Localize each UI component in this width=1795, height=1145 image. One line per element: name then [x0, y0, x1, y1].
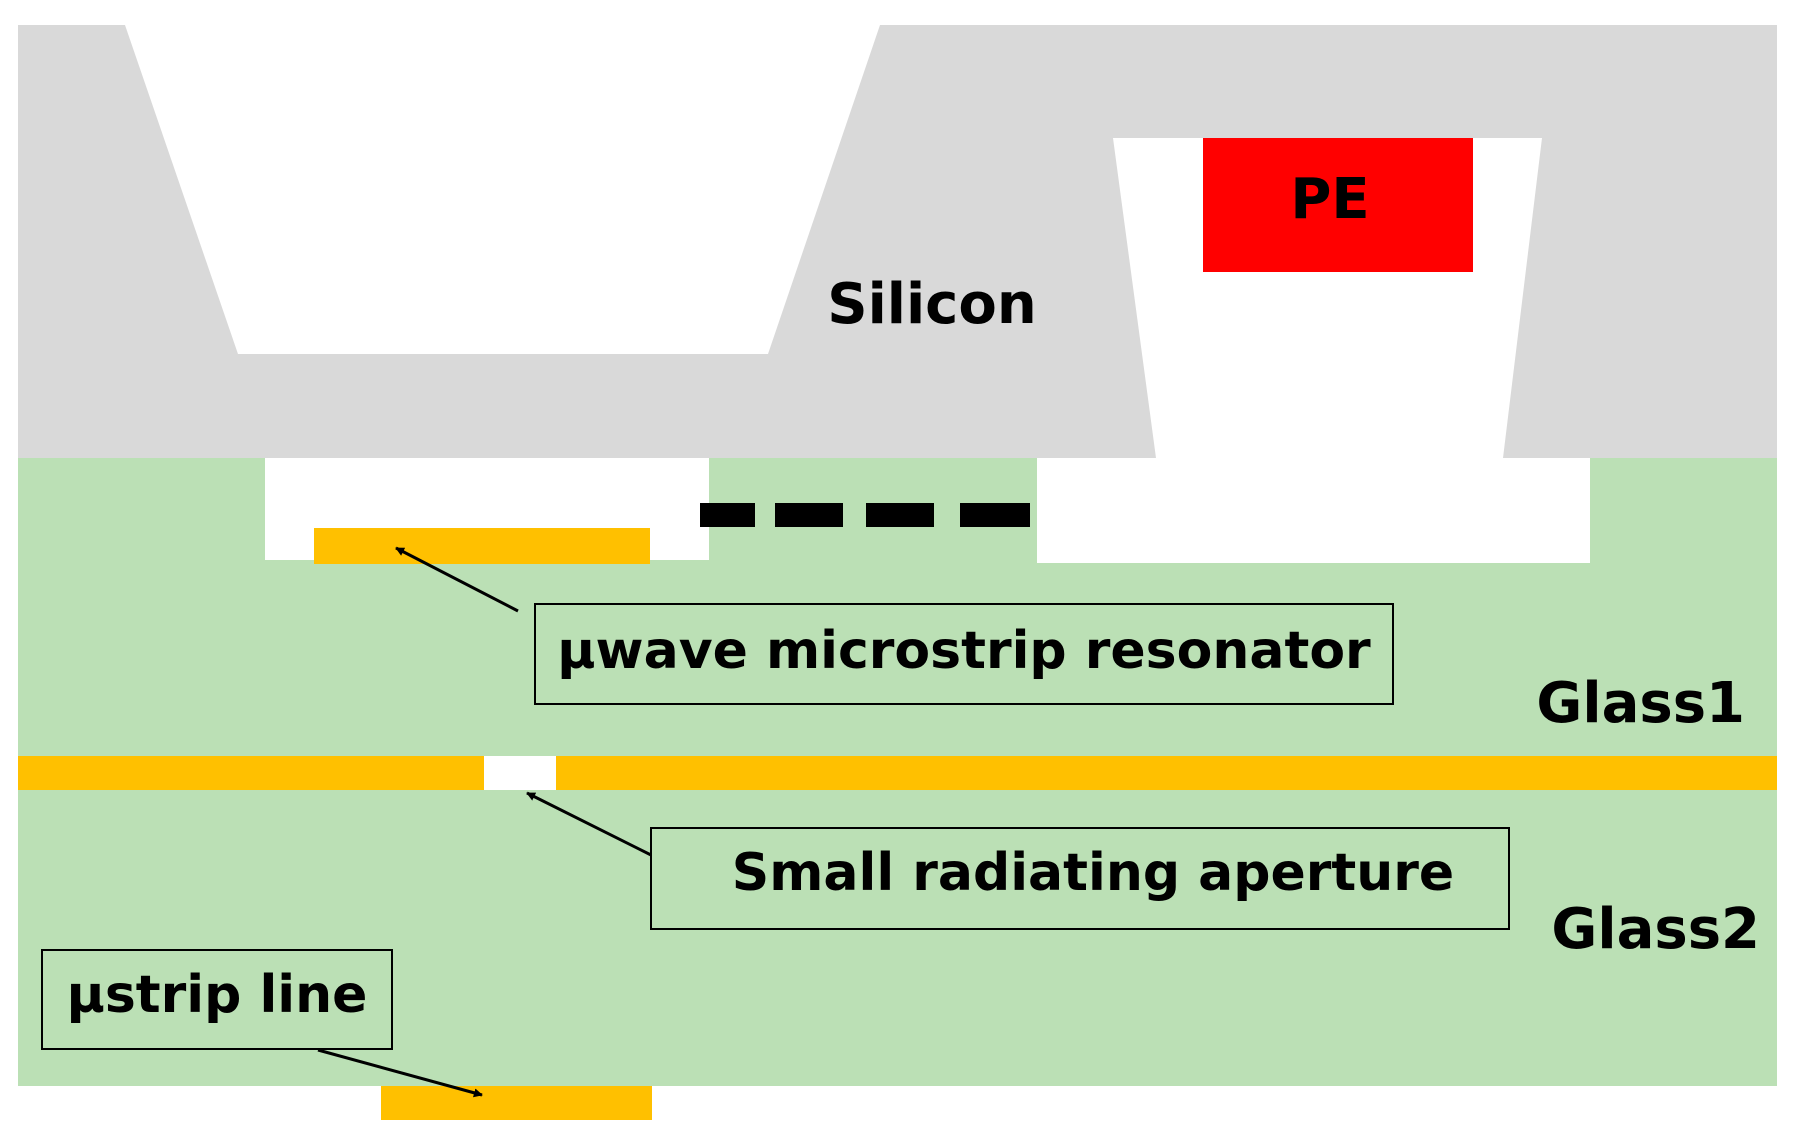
glass1-label: Glass1 — [1536, 671, 1745, 736]
radiating-aperture — [484, 756, 556, 790]
microstrip-resonator — [314, 528, 650, 564]
pe-block — [1203, 138, 1473, 272]
aperture-callout-text: Small radiating aperture — [732, 843, 1454, 903]
glass2-layer — [18, 756, 1777, 1086]
ustrip-callout-box — [41, 949, 393, 1050]
resonator-callout-box — [534, 603, 1394, 705]
glass2-label: Glass2 — [1551, 897, 1760, 962]
coupling-dash — [775, 503, 843, 527]
resonator-callout-text: μwave microstrip resonator — [557, 621, 1371, 681]
ground-plane-right — [556, 756, 1777, 790]
aperture-callout-box — [650, 827, 1510, 930]
pe-label: PE — [1290, 167, 1369, 232]
ustrip-callout-text: μstrip line — [67, 965, 368, 1025]
silicon-label: Silicon — [827, 272, 1036, 337]
coupling-dash — [866, 503, 934, 527]
coupling-dash — [700, 503, 755, 527]
silicon-etch-cavity — [125, 25, 880, 354]
resonator-callout-arrow — [395, 546, 519, 613]
aperture-callout-arrow — [526, 791, 652, 857]
ustrip-line — [381, 1086, 652, 1120]
coupling-dash — [960, 503, 1030, 527]
ustrip-callout-arrow — [317, 1048, 483, 1098]
ground-plane-left — [18, 756, 484, 790]
